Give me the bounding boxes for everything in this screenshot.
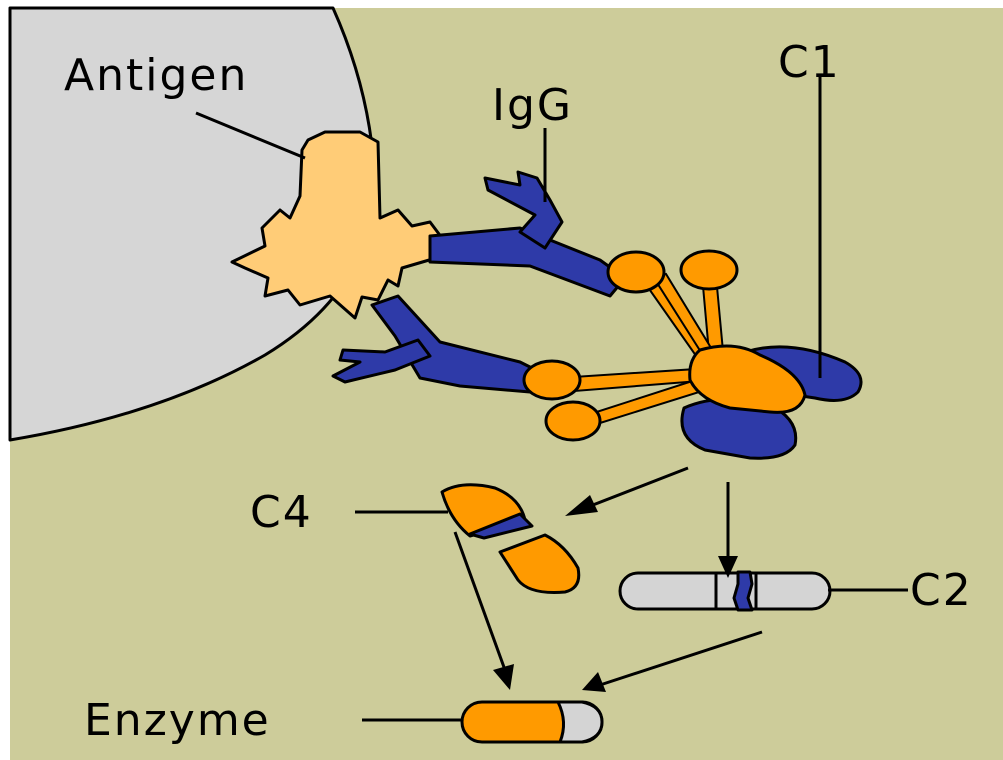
enzyme-molecule	[462, 702, 602, 742]
label-enzyme: Enzyme	[84, 695, 271, 746]
label-c1: C1	[778, 37, 841, 88]
label-c2: C2	[910, 565, 973, 616]
c2-molecule	[620, 572, 830, 610]
label-c4: C4	[250, 487, 313, 538]
label-antigen: Antigen	[64, 50, 248, 101]
label-igg: IgG	[492, 80, 573, 131]
